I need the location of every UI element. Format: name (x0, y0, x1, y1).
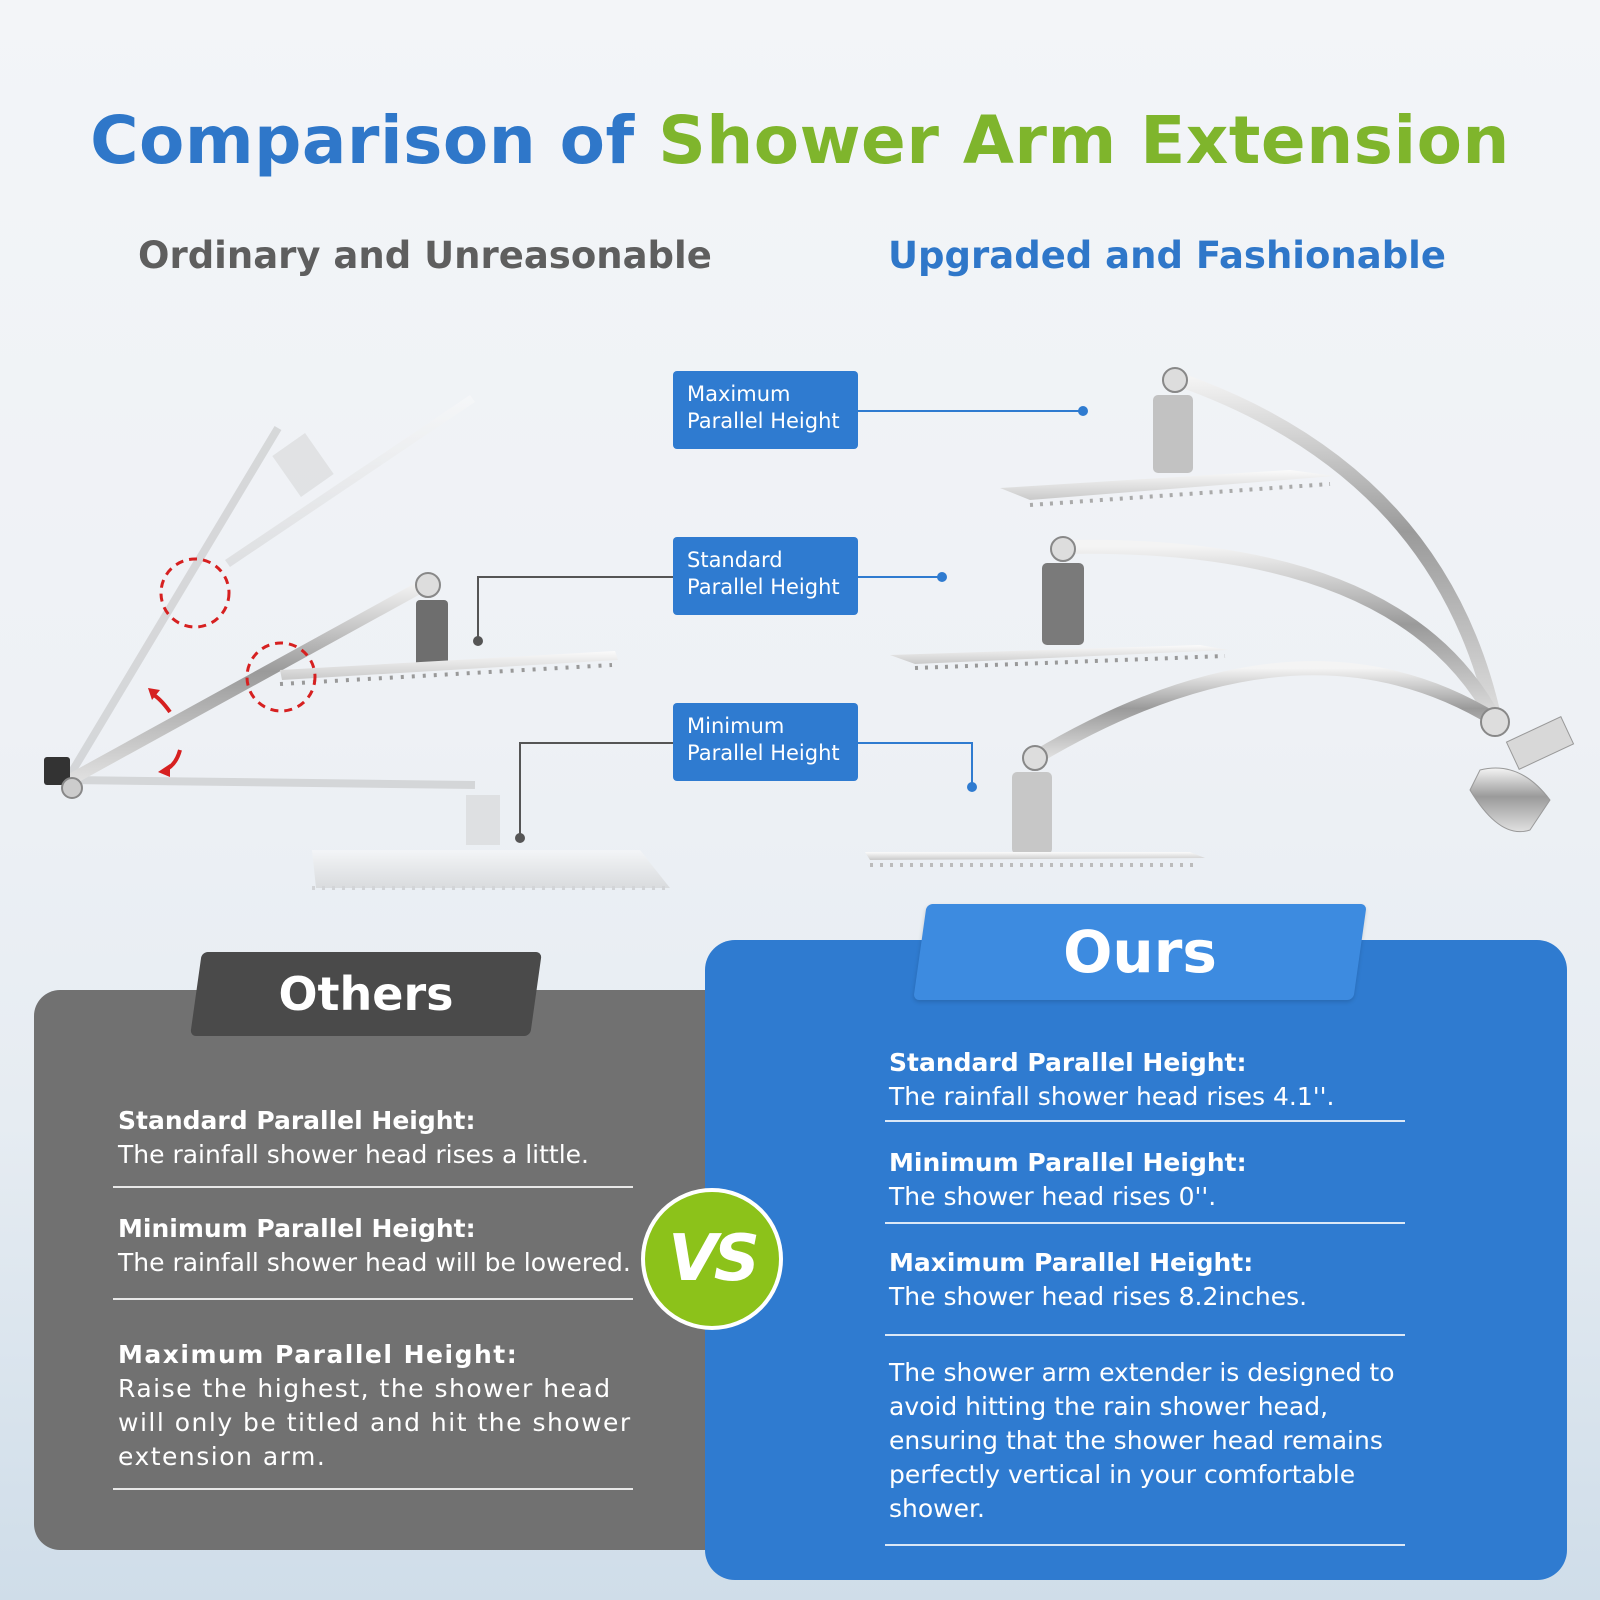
title-part-2: Shower Arm Extension (658, 102, 1510, 179)
ours-item-standard: Standard Parallel Height: The rainfall s… (889, 1046, 1429, 1114)
divider (885, 1222, 1405, 1224)
vs-badge (641, 1188, 783, 1330)
others-title: Others (278, 967, 454, 1021)
divider (113, 1488, 633, 1490)
others-item-minimum: Minimum Parallel Height: The rainfall sh… (118, 1212, 678, 1280)
issue-marker-2 (245, 641, 317, 713)
page-title: Comparison of Shower Arm Extension (0, 102, 1600, 179)
ours-item-body: The rainfall shower head rises 4.1''. (889, 1082, 1335, 1111)
ours-panel (705, 940, 1567, 1580)
rotate-arrow-up (151, 692, 172, 714)
subheading-ordinary: Ordinary and Unreasonable (138, 234, 712, 277)
divider (885, 1120, 1405, 1122)
others-item-maximum: Maximum Parallel Height: Raise the highe… (118, 1338, 658, 1474)
divider (113, 1298, 633, 1300)
ours-item-heading: Minimum Parallel Height: (889, 1148, 1247, 1177)
divider (885, 1334, 1405, 1336)
others-item-heading: Minimum Parallel Height: (118, 1214, 476, 1243)
ours-note-text: The shower arm extender is designed to a… (889, 1358, 1395, 1523)
vs-text: VS (668, 1222, 760, 1296)
ours-item-minimum: Minimum Parallel Height: The shower head… (889, 1146, 1429, 1214)
upgraded-arm-min (865, 661, 1502, 867)
ours-item-heading: Maximum Parallel Height: (889, 1248, 1254, 1277)
issue-marker-1 (159, 557, 231, 629)
subheading-upgraded: Upgraded and Fashionable (888, 234, 1446, 277)
label-minimum-parallel-height: Minimum Parallel Height (673, 703, 858, 781)
product-illustration (44, 367, 1575, 890)
others-item-body: Raise the highest, the shower head will … (118, 1374, 632, 1471)
label-maximum-parallel-height: Maximum Parallel Height (673, 371, 858, 449)
diverter-valve (1469, 707, 1575, 833)
ours-item-maximum: Maximum Parallel Height: The shower head… (889, 1246, 1429, 1314)
upgraded-arm-max (1000, 367, 1502, 727)
ordinary-arm-max-ghost (66, 395, 475, 778)
others-item-body: The rainfall shower head will be lowered… (118, 1248, 631, 1277)
divider (113, 1186, 633, 1188)
ours-title: Ours (1063, 918, 1217, 986)
divider (885, 1544, 1405, 1546)
title-part-1: Comparison of (90, 102, 635, 179)
others-item-heading: Maximum Parallel Height: (118, 1340, 519, 1369)
ordinary-arm-standard (44, 572, 618, 799)
ours-item-heading: Standard Parallel Height: (889, 1048, 1247, 1077)
others-item-standard: Standard Parallel Height: The rainfall s… (118, 1104, 678, 1172)
upgraded-arm-standard (890, 536, 1502, 727)
ours-item-body: The shower head rises 0''. (889, 1182, 1217, 1211)
ours-note: The shower arm extender is designed to a… (889, 1356, 1409, 1526)
label-standard-parallel-height: Standard Parallel Height (673, 537, 858, 615)
ours-item-body: The shower head rises 8.2inches. (889, 1282, 1308, 1311)
ordinary-arm-min-ghost (69, 776, 670, 890)
others-panel (34, 990, 734, 1550)
others-item-body: The rainfall shower head rises a little. (118, 1140, 590, 1169)
others-item-heading: Standard Parallel Height: (118, 1106, 476, 1135)
